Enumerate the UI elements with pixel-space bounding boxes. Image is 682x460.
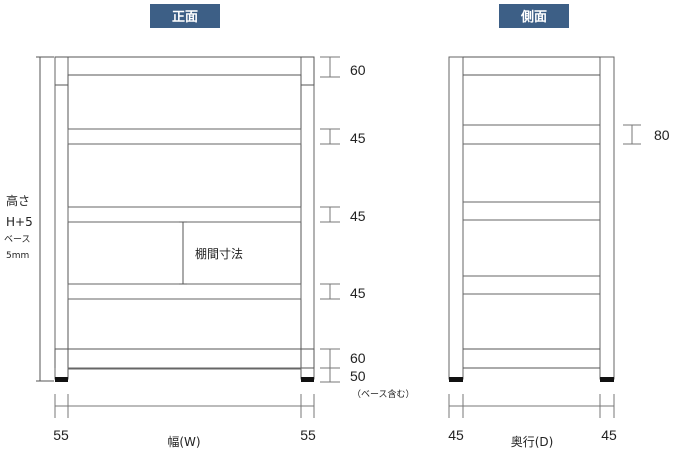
front-bottom-board <box>54 348 315 369</box>
front-right-dimensions: 60 45 45 45 60 50 （ベース含む） <box>320 56 415 400</box>
dim-bottom: 60 <box>350 350 366 366</box>
dim-shelf-3: 45 <box>350 285 366 301</box>
width-label: 幅(W) <box>167 434 200 449</box>
depth-left-margin: 45 <box>448 427 464 443</box>
side-view-badge: 側面 <box>499 4 569 28</box>
front-left-base <box>55 377 68 382</box>
side-left-post <box>448 56 464 380</box>
front-top-board <box>55 56 315 86</box>
front-view-badge: 正面 <box>150 4 220 28</box>
front-shelf-2 <box>67 206 302 223</box>
side-shelf-3 <box>462 275 601 295</box>
front-view: 棚間寸法 <box>54 56 315 382</box>
side-shelf-thickness: 80 <box>654 127 670 143</box>
shelf-gap-label: 棚間寸法 <box>195 246 243 261</box>
dim-shelf-2: 45 <box>350 208 366 224</box>
height-label: 高さ <box>6 193 30 208</box>
front-right-base <box>301 377 314 382</box>
width-right-margin: 55 <box>300 427 316 443</box>
side-shelf-2 <box>462 201 601 221</box>
side-depth-dimension: 45 45 奥行(D) <box>448 394 617 449</box>
depth-label: 奥行(D) <box>511 435 554 449</box>
side-left-base <box>449 377 463 382</box>
side-right-post <box>599 56 615 380</box>
front-width-dimension: 55 55 幅(W) <box>53 394 316 449</box>
front-left-post <box>54 56 69 380</box>
height-dimension: 高さ H+5 ベース 5mm <box>2 56 54 382</box>
front-right-post <box>300 56 315 380</box>
base-included-note: （ベース含む） <box>352 388 415 400</box>
side-view: 80 <box>448 56 670 382</box>
width-left-margin: 55 <box>53 427 69 443</box>
base-note-size: 5mm <box>6 251 29 261</box>
base-note: ベース <box>4 235 31 245</box>
depth-right-margin: 45 <box>601 427 617 443</box>
dim-shelf-1: 45 <box>350 130 366 146</box>
side-shelf-1 <box>462 124 601 145</box>
side-view-title: 側面 <box>520 9 547 25</box>
dim-top: 60 <box>350 62 366 78</box>
front-shelf-1 <box>67 128 302 145</box>
side-right-base <box>600 377 614 382</box>
front-view-title: 正面 <box>172 10 198 25</box>
front-shelf-3 <box>67 283 302 300</box>
dim-base: 50 <box>350 368 366 384</box>
height-formula: H+5 <box>6 215 33 229</box>
